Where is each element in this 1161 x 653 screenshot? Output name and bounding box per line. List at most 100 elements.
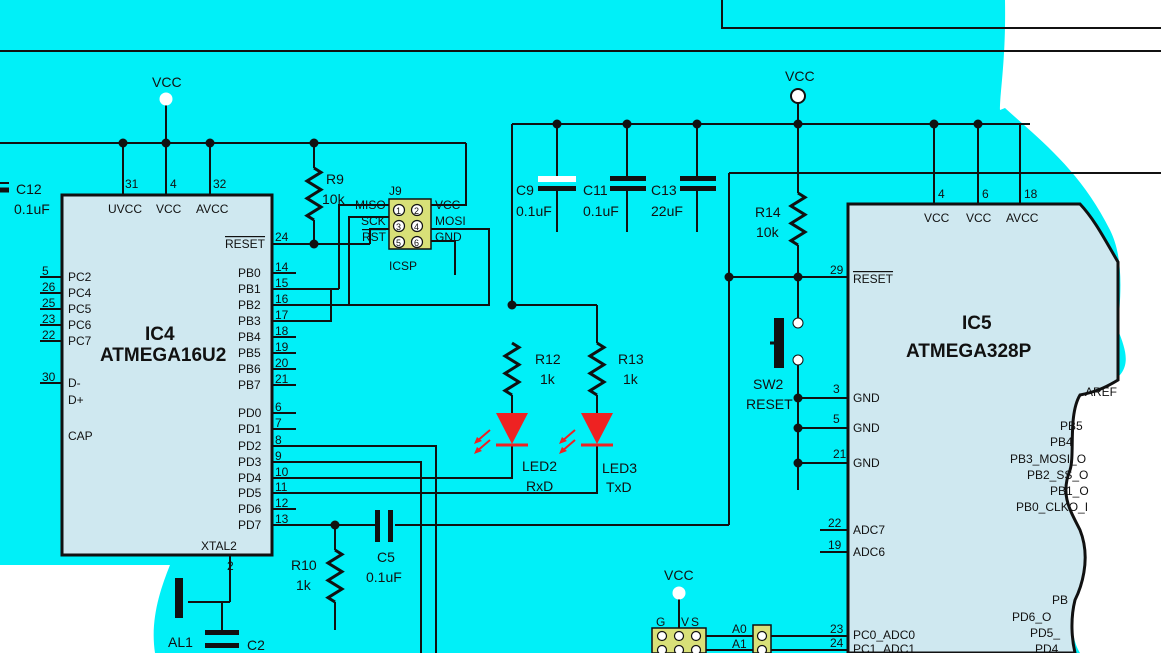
ic4-xtal-num: 2 xyxy=(227,559,234,573)
ic5-pc-pin-num: 23 xyxy=(830,622,844,636)
ic5-gnd-pin-label: GND xyxy=(853,456,880,470)
icsp-right-label: GND xyxy=(435,230,462,244)
junction-dot xyxy=(724,272,734,282)
r12-ref: R12 xyxy=(535,351,561,367)
vcc-terminal-ic5 xyxy=(790,88,806,104)
ic5-adc-pin-num: 19 xyxy=(828,538,842,552)
header-pin xyxy=(690,644,702,653)
c2-plate xyxy=(205,643,239,648)
junction-dot xyxy=(793,119,803,129)
c13-symbol xyxy=(680,176,716,181)
ic4-top-pin-label: UVCC xyxy=(108,202,142,216)
ic5-adc-pin-label: ADC7 xyxy=(853,523,885,537)
header-col-label: S xyxy=(691,615,699,629)
icsp-right-label: MOSI xyxy=(435,214,466,228)
c13-ref: C13 xyxy=(651,182,677,198)
ic4-right-pin-num: 11 xyxy=(275,480,288,494)
led3-ref: LED3 xyxy=(602,460,637,476)
ic4-right-pin-num: 15 xyxy=(275,276,289,290)
ic5-gnd-pin-num: 5 xyxy=(833,412,840,426)
ic4-top-pin-num: 32 xyxy=(213,177,227,191)
r9-value: 10k xyxy=(322,191,346,207)
icsp-left-label: SCK xyxy=(361,214,386,228)
junction-dot xyxy=(552,119,562,129)
junction-dot xyxy=(793,423,803,433)
c2-ref: C2 xyxy=(247,637,265,653)
r13-resistor xyxy=(587,341,607,397)
ic4-left-pin-num: 5 xyxy=(42,264,49,278)
ic4-right-pin-num: 16 xyxy=(275,292,289,306)
ic4-left-pin-num: 25 xyxy=(42,296,56,310)
c11-symbol xyxy=(610,176,646,181)
vcc-terminal-header xyxy=(672,586,686,600)
ic4-part: ATMEGA16U2 xyxy=(100,345,226,366)
ic4-right-pin-num: 7 xyxy=(275,416,282,430)
ic4-right-pin-label: PB2 xyxy=(238,298,261,312)
ic4-right-pin-label: PB4 xyxy=(238,330,261,344)
icsp-pin-num: 1 xyxy=(396,206,401,216)
c12-ref: C12 xyxy=(16,181,42,197)
ic4-right-pin-label: PB1 xyxy=(238,282,261,296)
r14-resistor xyxy=(788,191,808,247)
ic5-top-pin-label: VCC xyxy=(966,211,992,225)
icsp-left-label: MISO xyxy=(355,198,386,212)
ic5-gnd-pin-num: 3 xyxy=(833,382,840,396)
ic4-right-pin-num: 19 xyxy=(275,340,289,354)
ic5-right-pin-label: PB5 xyxy=(1060,419,1083,433)
ic4-right-pin-label: PD6 xyxy=(238,502,262,516)
c11-plate xyxy=(610,186,646,191)
ic4-right-pin-label: PB5 xyxy=(238,346,261,360)
ic5-right-pin-label: AREF xyxy=(1085,385,1117,399)
ic4-right-pin-num: 6 xyxy=(275,400,282,414)
header-pin xyxy=(673,644,685,653)
ic4-top-pin-num: 31 xyxy=(125,177,139,191)
ic4-right-pin-label: PD0 xyxy=(238,406,262,420)
header-pin xyxy=(673,630,685,642)
ic4-right-pin-num: 21 xyxy=(275,372,289,386)
ic4-left-pin-label: PC2 xyxy=(68,270,92,284)
ic4-right-pin-label: PD3 xyxy=(238,455,262,469)
ic4-right-pin-label: PD5 xyxy=(238,486,262,500)
junction-dot xyxy=(330,520,340,530)
ic4-right-pin-num: 10 xyxy=(275,465,289,479)
icsp-pin-num: 2 xyxy=(414,206,419,216)
ic5-right-pin-label: PB xyxy=(1052,593,1068,607)
vcc-label-header: VCC xyxy=(664,567,694,583)
junction-dot xyxy=(309,239,319,249)
header-pin xyxy=(690,630,702,642)
icsp-pin-num: 5 xyxy=(396,238,401,248)
ic4-top-pin-label: AVCC xyxy=(196,202,229,216)
ic5-right-pin-label: PB1_O xyxy=(1050,484,1089,498)
vcc-label-ic5: VCC xyxy=(785,68,815,84)
ic5-part: ATMEGA328P xyxy=(906,341,1032,362)
ic4-left-pin-label: PC4 xyxy=(68,286,92,300)
c9-symbol xyxy=(538,176,576,182)
icsp-pin xyxy=(410,219,424,233)
sw2-switch xyxy=(770,317,804,368)
ic4-right-pin-num: 8 xyxy=(275,433,282,447)
icsp-pin xyxy=(392,203,406,217)
ic4-right-pin-label: PD4 xyxy=(238,471,262,485)
ic5-name: IC5 xyxy=(962,313,992,334)
ic4-left-pin-label: PC7 xyxy=(68,334,92,348)
ic5-gnd-pin-label: GND xyxy=(853,391,880,405)
ic4-left-pin-label: D- xyxy=(68,376,81,390)
ic5-gnd-pin-num: 21 xyxy=(833,447,847,461)
header-pin xyxy=(656,630,668,642)
r10-value: 1k xyxy=(296,577,312,593)
icsp-name: ICSP xyxy=(389,259,417,273)
ic4-left-pin-label: CAP xyxy=(68,429,93,443)
header-pin-label: A1 xyxy=(732,637,747,651)
ic4-xtal-label: XTAL2 xyxy=(201,539,237,553)
junction-dot xyxy=(929,119,939,129)
ic4-right-pin-num: 17 xyxy=(275,308,289,322)
c9-value: 0.1uF xyxy=(516,203,552,219)
header-pin xyxy=(756,644,768,653)
ic4-right-pin-label: PB7 xyxy=(238,378,261,392)
junction-dots xyxy=(118,119,983,530)
ic5-pc-pin-label: PC1_ADC1 xyxy=(853,642,915,653)
r14-value: 10k xyxy=(756,224,780,240)
